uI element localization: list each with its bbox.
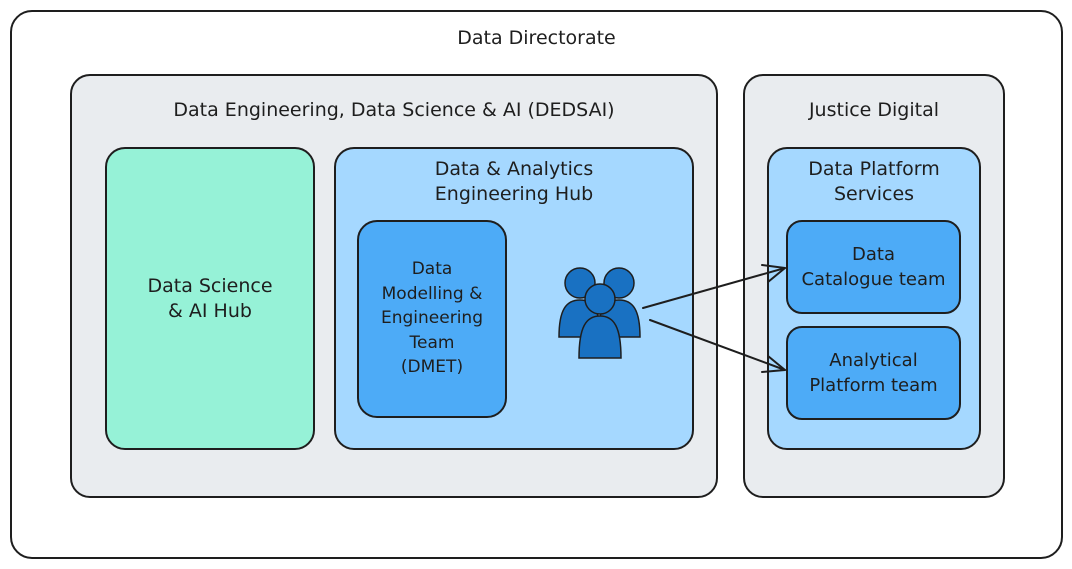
analytical-platform-team-line1: Analytical bbox=[829, 350, 918, 371]
dmet-line4: Team bbox=[409, 332, 455, 353]
data-platform-services-line1: Data Platform bbox=[808, 158, 940, 180]
data-science-ai-hub-label: Data Science & AI Hub bbox=[105, 274, 315, 324]
data-science-ai-hub-line1: Data Science bbox=[147, 275, 273, 297]
dmet-line5: (DMET) bbox=[400, 357, 464, 377]
data-analytics-hub-line2: Engineering Hub bbox=[434, 183, 594, 205]
data-platform-services-line2: Services bbox=[833, 183, 915, 205]
data-analytics-engineering-hub-label: Data & Analytics Engineering Hub bbox=[334, 157, 694, 207]
data-catalogue-team-box bbox=[786, 220, 961, 314]
dedsai-label: Data Engineering, Data Science & AI (DED… bbox=[173, 99, 615, 121]
data-science-ai-hub-line2: & AI Hub bbox=[168, 300, 252, 322]
justice-digital-label: Justice Digital bbox=[808, 99, 940, 121]
data-catalogue-team-label: Data Catalogue team bbox=[786, 242, 961, 292]
data-science-ai-hub-box bbox=[105, 147, 315, 450]
users-group-icon bbox=[558, 267, 641, 359]
dmet-box bbox=[357, 220, 507, 418]
analytical-platform-team-label: Analytical Platform team bbox=[786, 348, 961, 398]
data-catalogue-team-line2: Catalogue team bbox=[801, 269, 946, 290]
data-catalogue-team-line1: Data bbox=[852, 244, 895, 265]
dmet-line3: Engineering bbox=[381, 308, 483, 328]
dmet-label: Data Modelling & Engineering Team (DMET) bbox=[357, 257, 507, 380]
data-analytics-hub-line1: Data & Analytics bbox=[434, 158, 594, 180]
arrow-to-analytical-platform bbox=[649, 319, 786, 373]
analytical-platform-team-line2: Platform team bbox=[809, 375, 938, 396]
data-directorate-label: Data Directorate bbox=[457, 27, 616, 49]
analytical-platform-team-box bbox=[786, 326, 961, 420]
data-platform-services-label: Data Platform Services bbox=[767, 157, 981, 207]
dmet-line2: Modelling & bbox=[381, 283, 483, 304]
dmet-line1: Data bbox=[411, 259, 453, 279]
arrow-to-data-catalogue bbox=[642, 264, 786, 309]
